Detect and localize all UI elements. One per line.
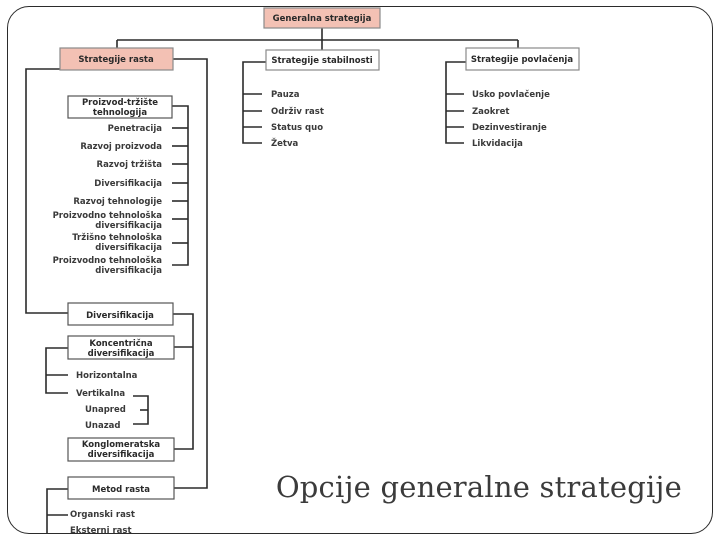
- retreat-label: Strategije povlačenja: [471, 54, 573, 65]
- vertical-label: Vertikalna: [76, 389, 125, 399]
- root-box: [263, 7, 381, 29]
- horizontal-label: Horizontalna: [76, 371, 138, 381]
- slide-title: Opcije generalne strategije: [275, 470, 682, 504]
- pmt-item: Proizvodno tehnološka: [53, 255, 163, 266]
- external-label: Eksterni rast: [70, 526, 132, 536]
- conglomerate-label-2: diversifikacija: [88, 450, 155, 460]
- conglomerate-box: [67, 437, 175, 462]
- organic-label: Organski rast: [70, 510, 135, 520]
- diversification-box: [67, 302, 174, 326]
- pmt-item: Razvoj tehnologije: [73, 197, 162, 207]
- growth-box: [59, 47, 174, 71]
- method-label: Metod rasta: [92, 485, 150, 495]
- pmt-item: diversifikacija: [95, 243, 162, 253]
- retreat-item: Zaokret: [472, 107, 509, 117]
- root-label: Generalna strategija: [273, 14, 372, 24]
- retreat-item: Dezinvestiranje: [472, 123, 547, 133]
- growth-label: Strategije rasta: [78, 55, 154, 65]
- pmt-item: diversifikacija: [95, 221, 162, 231]
- pmt-item: diversifikacija: [95, 266, 162, 276]
- pmt-item: Razvoj proizvoda: [80, 142, 162, 152]
- pmt-item: Razvoj tržišta: [97, 159, 163, 170]
- retreat-item: Usko povlačenje: [472, 89, 550, 100]
- concentric-label-2: diversifikacija: [88, 349, 155, 359]
- pmt-item: Tržišno tehnološka: [72, 232, 162, 243]
- stability-item: Žetva: [271, 137, 299, 149]
- connector-lines: [25, 28, 519, 533]
- concentric-label-1: Koncentrična: [89, 338, 152, 349]
- forward-label: Unapred: [85, 405, 126, 415]
- pmt-item: Diversifikacija: [94, 179, 162, 189]
- pmt-label-1: Proizvod-tržište: [82, 97, 158, 108]
- method-box: [67, 476, 175, 500]
- retreat-box: [465, 47, 580, 71]
- stability-item: Pauza: [271, 90, 300, 100]
- diversification-label: Diversifikacija: [86, 311, 154, 321]
- conglomerate-label-1: Konglomeratska: [82, 440, 160, 450]
- stability-item: Status quo: [271, 123, 323, 133]
- stability-item: Održiv rast: [271, 107, 324, 117]
- pmt-box: [67, 95, 173, 119]
- pmt-label-2: tehnologija: [93, 108, 147, 118]
- pmt-item: Proizvodno tehnološka: [53, 210, 163, 221]
- pmt-item: Penetracija: [108, 124, 163, 134]
- backward-label: Unazad: [85, 421, 120, 431]
- retreat-item: Likvidacija: [472, 139, 523, 149]
- concentric-box: [67, 335, 175, 360]
- stability-box: [265, 49, 380, 71]
- stability-label: Strategije stabilnosti: [271, 56, 372, 66]
